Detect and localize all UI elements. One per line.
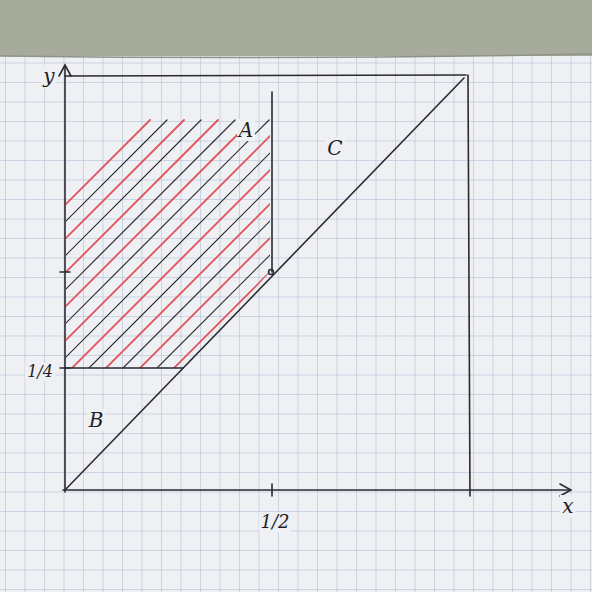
y-axis	[64, 66, 66, 492]
square-right	[468, 75, 470, 496]
region-label: C	[325, 137, 344, 159]
hatch-stroke	[179, 120, 439, 380]
hatch-stroke	[111, 120, 371, 380]
hatch-stroke	[128, 120, 388, 380]
hatch-stroke	[213, 120, 473, 380]
hatch-stroke	[0, 120, 167, 380]
hatch-stroke	[145, 120, 405, 380]
region-border	[65, 367, 183, 369]
hatching	[0, 120, 507, 380]
tick-mark	[60, 271, 70, 273]
diagonal-line	[65, 78, 464, 490]
axis-arrow	[59, 65, 71, 76]
tick-label: 1/2	[259, 512, 292, 532]
tick-mark	[60, 367, 70, 369]
x-axis	[63, 489, 570, 491]
hatch-stroke	[162, 120, 422, 380]
hatch-stroke	[0, 120, 252, 380]
hatch-stroke	[43, 120, 303, 380]
hatch-stroke	[0, 120, 218, 380]
hatch-stroke	[0, 120, 201, 380]
hatch-stroke	[196, 120, 456, 380]
tick-mark	[271, 484, 273, 496]
hatch-stroke	[94, 120, 354, 380]
hatch-stroke	[9, 120, 269, 380]
axis-label: x	[560, 495, 575, 517]
hatch-stroke	[60, 120, 320, 380]
table-surface	[0, 0, 592, 56]
region-label: A	[237, 119, 255, 141]
region-label: B	[87, 409, 106, 431]
grid-paper	[0, 55, 592, 592]
region-border	[271, 92, 273, 272]
tick-label: 1/4	[25, 363, 55, 381]
axis-label: y	[41, 65, 56, 87]
paper-edge	[0, 54, 592, 58]
hatch-stroke	[230, 120, 490, 380]
corner-dot	[269, 270, 274, 275]
square-top	[65, 75, 466, 76]
